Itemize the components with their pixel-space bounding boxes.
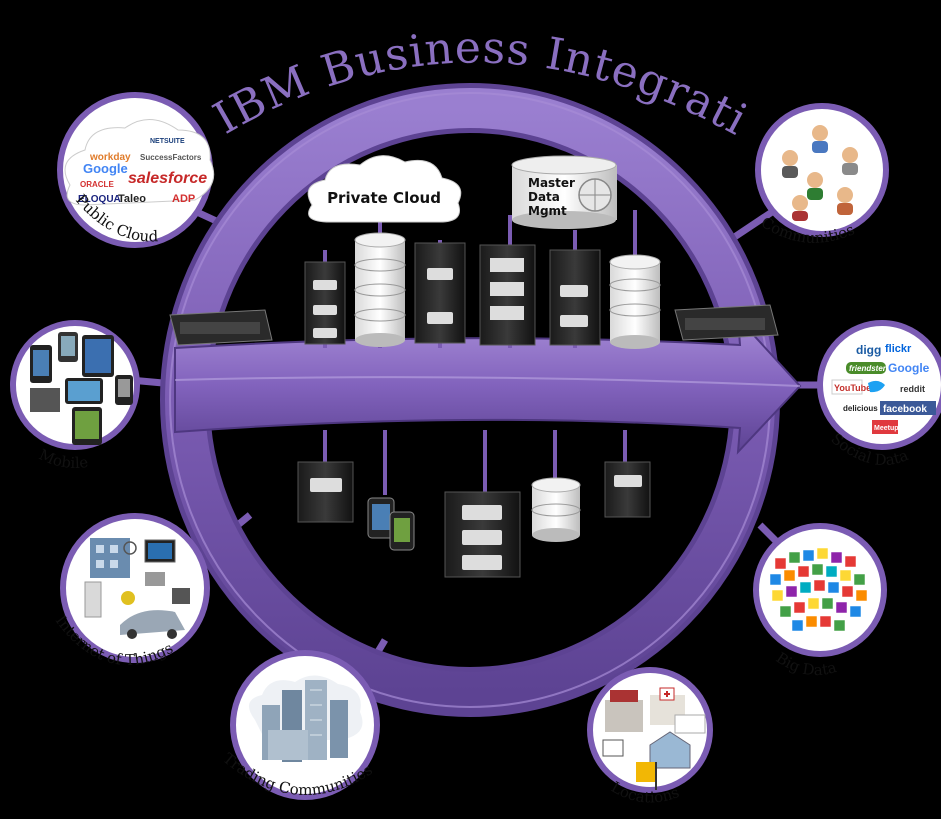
node-trading-communities: Trading Communities (220, 650, 380, 800)
gateway-appliance-right (674, 304, 779, 341)
server-rack-icon (304, 261, 346, 345)
node-social-data: digg flickr friendster Google YouTube re… (817, 320, 941, 469)
logo-facebook: facebook (883, 404, 927, 415)
mobile-devices-icon (30, 332, 133, 445)
master-data-db: Master Data Mgmt (511, 155, 617, 229)
database-icon (531, 477, 581, 542)
server-rack-icon (444, 491, 521, 578)
locations-icon (602, 687, 706, 790)
logo-workday: workday (89, 152, 131, 163)
twitter-bird-icon (868, 380, 885, 393)
lower-infrastructure (297, 461, 651, 578)
logo-salesforce: salesforce (128, 170, 207, 187)
node-big-data: Big Data (753, 523, 887, 679)
logo-delicious: delicious (843, 404, 878, 413)
node-public-cloud: workday NETSUITE SuccessFactors Google O… (57, 92, 215, 248)
mdm-line1: Master (528, 176, 575, 190)
mdm-line2: Data (528, 190, 560, 204)
logo-flickr: flickr (885, 343, 912, 355)
data-cubes-icon (769, 547, 868, 632)
private-cloud: Private Cloud (307, 155, 462, 223)
server-rack-icon (479, 244, 536, 346)
iot-devices-icon (84, 538, 190, 639)
gateway-appliance-left (169, 309, 273, 346)
database-icon (609, 254, 661, 349)
server-rack-icon (414, 242, 466, 344)
logo-friendster: friendster (849, 364, 887, 373)
server-rack-icon (604, 461, 651, 518)
upper-infrastructure (304, 232, 661, 349)
logo-adp: ADP (172, 193, 195, 205)
logo-eloqua: ELOQUA (78, 194, 121, 205)
logo-reddit: reddit (900, 384, 925, 394)
logo-google-social: Google (888, 361, 930, 375)
logo-taleo: Taleo (118, 193, 146, 205)
server-rack-icon (297, 461, 354, 523)
server-rack-icon (549, 249, 601, 346)
logo-google: Google (83, 161, 128, 176)
private-cloud-label: Private Cloud (327, 189, 441, 207)
database-icon (354, 232, 406, 347)
logo-netsuite: NETSUITE (150, 138, 185, 145)
logo-oracle: ORACLE (80, 180, 114, 189)
mdm-line3: Mgmt (528, 204, 567, 218)
node-internet-of-things: Internet of Things (52, 513, 210, 669)
node-mobile: Mobile (10, 320, 140, 472)
people-icon (782, 125, 858, 221)
node-communities: Communities (755, 103, 889, 247)
mobile-devices-icon (367, 497, 415, 551)
logo-meetup: Meetup (874, 425, 899, 432)
buildings-icon (248, 675, 363, 762)
logo-successfactors: SuccessFactors (140, 153, 202, 162)
logo-digg: digg (856, 343, 881, 357)
logo-youtube: YouTube (834, 383, 871, 393)
node-locations: Locations (587, 667, 713, 807)
